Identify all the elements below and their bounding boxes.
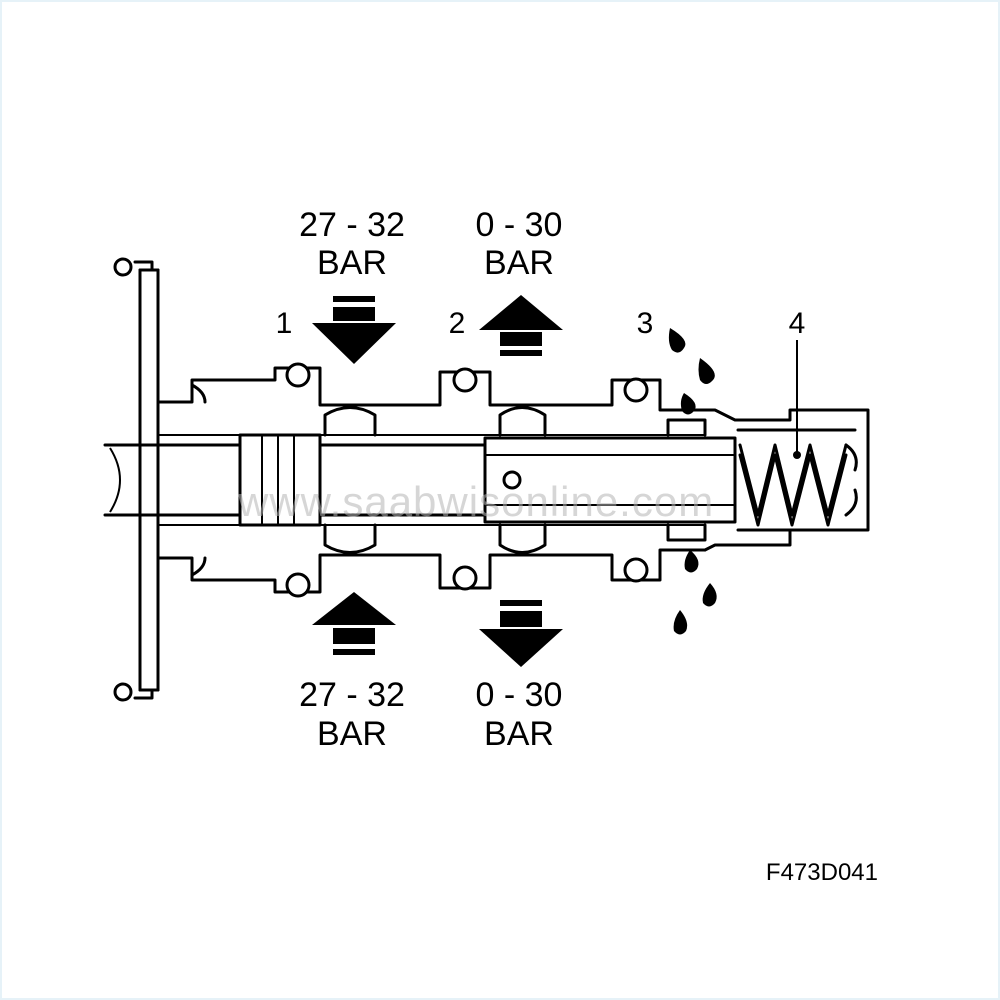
leakage-drops [668,328,717,635]
valve-spool [103,433,737,527]
pressure-top-left-unit: BAR [317,244,387,282]
figure-code: F473D041 [766,859,878,886]
pressure-bottom-right-value: 0 - 30 [476,676,563,714]
callout-2: 2 [449,307,466,340]
watermark: www.saabwisonline.com [237,478,714,525]
pressure-bottom-left-unit: BAR [317,715,387,753]
spring-chamber [703,408,870,552]
pressure-bottom-left-value: 27 - 32 [299,676,405,714]
pressure-arrow-out-top [479,295,563,356]
pressure-arrow-out-bottom [479,600,563,667]
pressure-arrow-in-bottom [312,592,396,655]
callout-1: 1 [276,307,293,340]
pressure-bottom-right-unit: BAR [484,715,554,753]
valve-housing [156,362,707,598]
callout-4-dot [793,451,801,459]
callout-4: 4 [789,307,806,340]
pressure-top-right-value: 0 - 30 [476,206,563,244]
pressure-top-right-unit: BAR [484,244,554,282]
mounting-flange [113,257,160,702]
pressure-arrow-in-top [312,296,396,364]
callout-3: 3 [637,307,654,340]
pressure-top-left-value: 27 - 32 [299,206,405,244]
